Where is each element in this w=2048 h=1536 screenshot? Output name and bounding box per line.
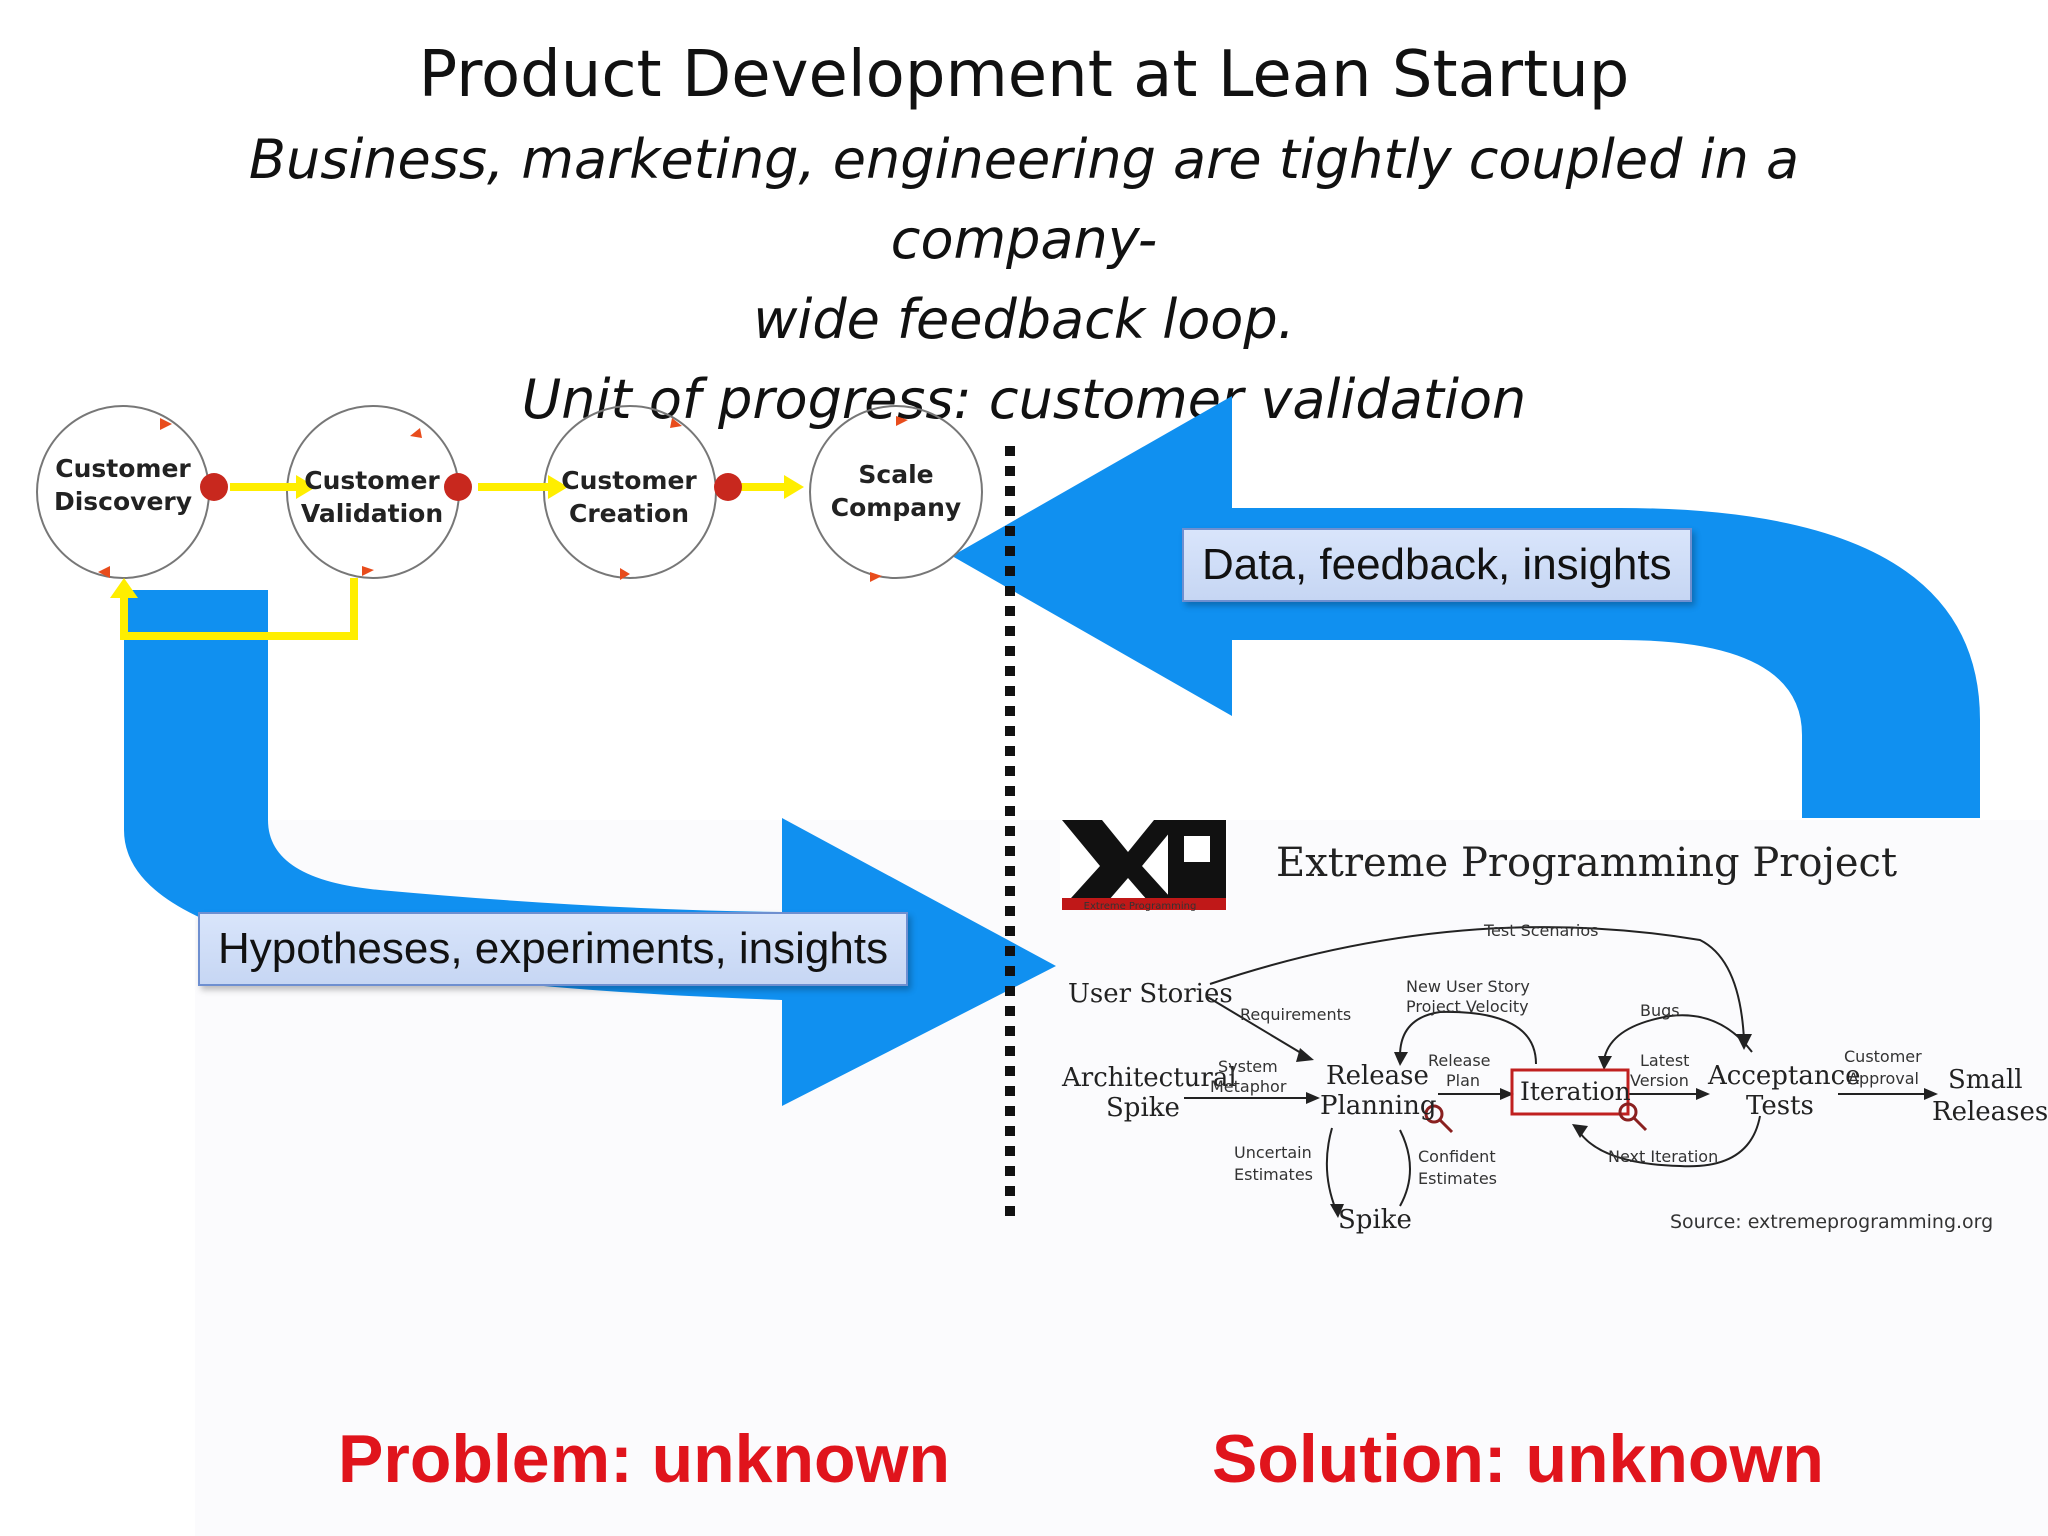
- callout-data-feedback: Data, feedback, insights: [1182, 528, 1692, 602]
- xp-project-velocity: Project Velocity: [1406, 997, 1529, 1016]
- xp-bugs: Bugs: [1640, 1001, 1680, 1020]
- xp-iteration-box: [1510, 1068, 1630, 1116]
- stage-customer-creation: Customer Creation: [549, 464, 709, 530]
- stop-badges: [200, 473, 742, 501]
- xp-release-plan-1: Release: [1428, 1051, 1491, 1070]
- xp-customer: Customer: [1844, 1047, 1922, 1066]
- subtitle-line-2: wide feedback loop.: [753, 288, 1295, 351]
- xp-estimates: Estimates: [1234, 1165, 1313, 1184]
- magnifier-icon: [1424, 1102, 1648, 1134]
- xp-title: Extreme Programming Project: [1276, 840, 1897, 886]
- xp-approval: Approval: [1848, 1069, 1919, 1088]
- stage-customer-discovery: Customer Discovery: [43, 452, 203, 518]
- xp-small: Small: [1948, 1065, 2023, 1095]
- xp-planning: Planning: [1320, 1091, 1437, 1121]
- stage-label-line-2: Validation: [300, 499, 444, 528]
- stage-label-line-2: Discovery: [53, 487, 193, 516]
- stage-connectors: [110, 475, 804, 640]
- circle-scale-company: [809, 405, 983, 579]
- feedback-arrow-top: [952, 396, 1980, 818]
- xp-metaphor: Metaphor: [1210, 1077, 1287, 1096]
- callout-hypotheses: Hypotheses, experiments, insights: [198, 912, 909, 986]
- problem-label: Problem: unknown: [338, 1421, 950, 1497]
- xp-labels: User Stories Test Scenarios Requirements…: [1061, 921, 2048, 1235]
- xp-tests: Tests: [1746, 1091, 1814, 1121]
- xp-source: Source: extremeprogramming.org: [1670, 1211, 1993, 1233]
- page-title: Product Development at Lean Startup: [418, 38, 1630, 112]
- subtitle-line-3: Unit of progress: customer validation: [521, 368, 1527, 431]
- xp-uncertain: Uncertain: [1234, 1143, 1312, 1162]
- xp-version: Version: [1630, 1071, 1689, 1090]
- xp-spike: Spike: [1106, 1093, 1180, 1123]
- xp-confident: Confident: [1418, 1147, 1496, 1166]
- xp-estimates-2: Estimates: [1418, 1169, 1497, 1188]
- xp-logo-caption: Extreme Programming: [1084, 901, 1197, 912]
- xp-new-user-story: New User Story: [1406, 977, 1530, 996]
- xp-user-stories: User Stories: [1068, 979, 1233, 1009]
- stage-label-line-2: Creation: [569, 499, 689, 528]
- xp-acceptance: Acceptance: [1707, 1061, 1861, 1091]
- xp-test-scenarios: Test Scenarios: [1483, 921, 1598, 940]
- xp-flow-arrows: [1184, 926, 1930, 1211]
- xp-iteration: Iteration: [1520, 1077, 1631, 1106]
- subtitle: Business, marketing, engineering are tig…: [120, 120, 1928, 440]
- stage-scale-company: Scale Company: [816, 458, 976, 524]
- xp-arrowheads: [1296, 1034, 1938, 1218]
- stage-label-line-1: Customer: [55, 454, 191, 483]
- xp-requirements: Requirements: [1240, 1005, 1351, 1024]
- xp-release: Release: [1326, 1061, 1429, 1091]
- xp-release-plan-2: Plan: [1446, 1071, 1480, 1090]
- xp-latest: Latest: [1640, 1051, 1689, 1070]
- xp-next-iteration: Next Iteration: [1608, 1147, 1718, 1166]
- solution-label: Solution: unknown: [1212, 1421, 1824, 1497]
- xp-logo: [1060, 818, 1228, 910]
- circle-arrow-marks: [98, 416, 908, 582]
- xp-architectural: Architectural: [1061, 1063, 1237, 1093]
- subtitle-line-1: Business, marketing, engineering are tig…: [248, 128, 1800, 271]
- xp-spike-bottom: Spike: [1338, 1205, 1412, 1235]
- stage-label-line-1: Scale: [858, 460, 934, 489]
- stage-label-line-1: Customer: [304, 466, 440, 495]
- stage-label-line-1: Customer: [561, 466, 697, 495]
- stage-label-line-2: Company: [830, 493, 962, 522]
- xp-releases: Releases: [1932, 1097, 2048, 1127]
- xp-system: System: [1218, 1057, 1278, 1076]
- stage-customer-validation: Customer Validation: [292, 464, 452, 530]
